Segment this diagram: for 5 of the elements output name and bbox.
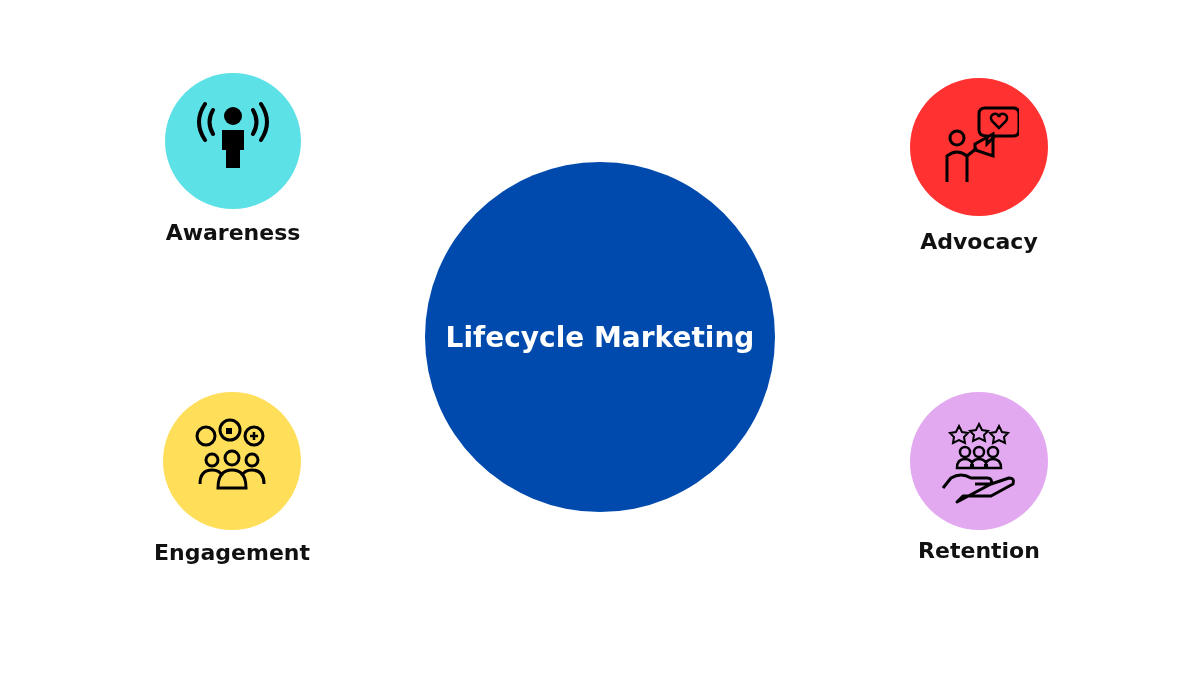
stage-label: Engagement	[154, 540, 310, 565]
center-title: Lifecycle Marketing	[445, 320, 755, 354]
stage-label: Advocacy	[920, 229, 1038, 254]
stage-label: Retention	[918, 538, 1040, 563]
stage-label: Awareness	[165, 220, 301, 245]
